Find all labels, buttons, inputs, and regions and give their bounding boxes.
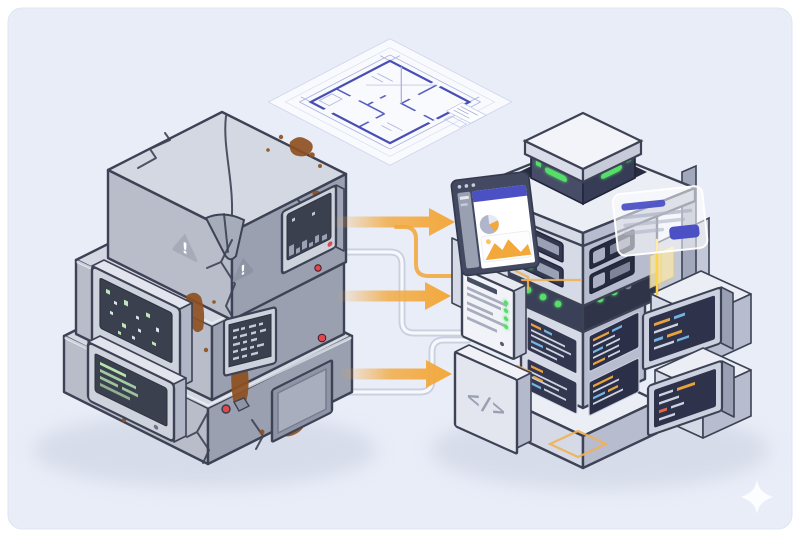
primary-button — [669, 224, 700, 240]
embedded-display — [280, 184, 345, 275]
terminal-monitor — [86, 335, 187, 443]
status-led-red — [221, 404, 231, 414]
led-panel — [589, 254, 635, 295]
blueprint-floorplan — [267, 38, 513, 166]
dashboard-window — [450, 171, 540, 277]
transform-arrows — [332, 208, 455, 388]
static-noise — [106, 288, 159, 347]
svg-text:!: ! — [182, 238, 189, 259]
svg-text:!: ! — [240, 262, 246, 280]
glass-info-card — [611, 185, 709, 257]
image-placeholder-icon — [480, 230, 533, 263]
pie-chart-icon — [479, 214, 499, 234]
blueprint-title-block — [443, 102, 488, 128]
code-screen — [646, 360, 724, 437]
warning-icon: ! — [232, 257, 254, 283]
header-bar — [472, 184, 528, 203]
list-card — [460, 261, 527, 360]
legacy-stack: ! ! — [62, 110, 354, 466]
status-led-red — [327, 241, 333, 247]
browser-dots-icon — [457, 183, 476, 189]
code-tag-card: </> — [453, 344, 532, 455]
code-screen — [588, 357, 640, 416]
arrow-icon — [336, 282, 451, 310]
circuit-diamond — [547, 429, 609, 459]
hex-monitor — [222, 306, 278, 377]
status-leds-green — [503, 300, 509, 330]
pebble — [233, 397, 251, 412]
status-led-red — [314, 264, 322, 272]
server-lid — [522, 111, 644, 184]
sidebar — [457, 191, 480, 269]
orange-pipe — [394, 225, 470, 278]
code-screen — [526, 316, 578, 375]
chipped-corner — [204, 213, 246, 261]
recessed-panel — [270, 359, 334, 443]
arrow-icon — [332, 208, 455, 236]
warning-icon: ! — [172, 233, 198, 263]
sparkle-icon — [741, 480, 773, 514]
status-led-red — [317, 333, 327, 343]
crt-monitor — [90, 259, 193, 388]
arrow-icon — [340, 360, 452, 388]
modern-stack: </> — [450, 111, 752, 470]
code-screen — [588, 311, 640, 372]
